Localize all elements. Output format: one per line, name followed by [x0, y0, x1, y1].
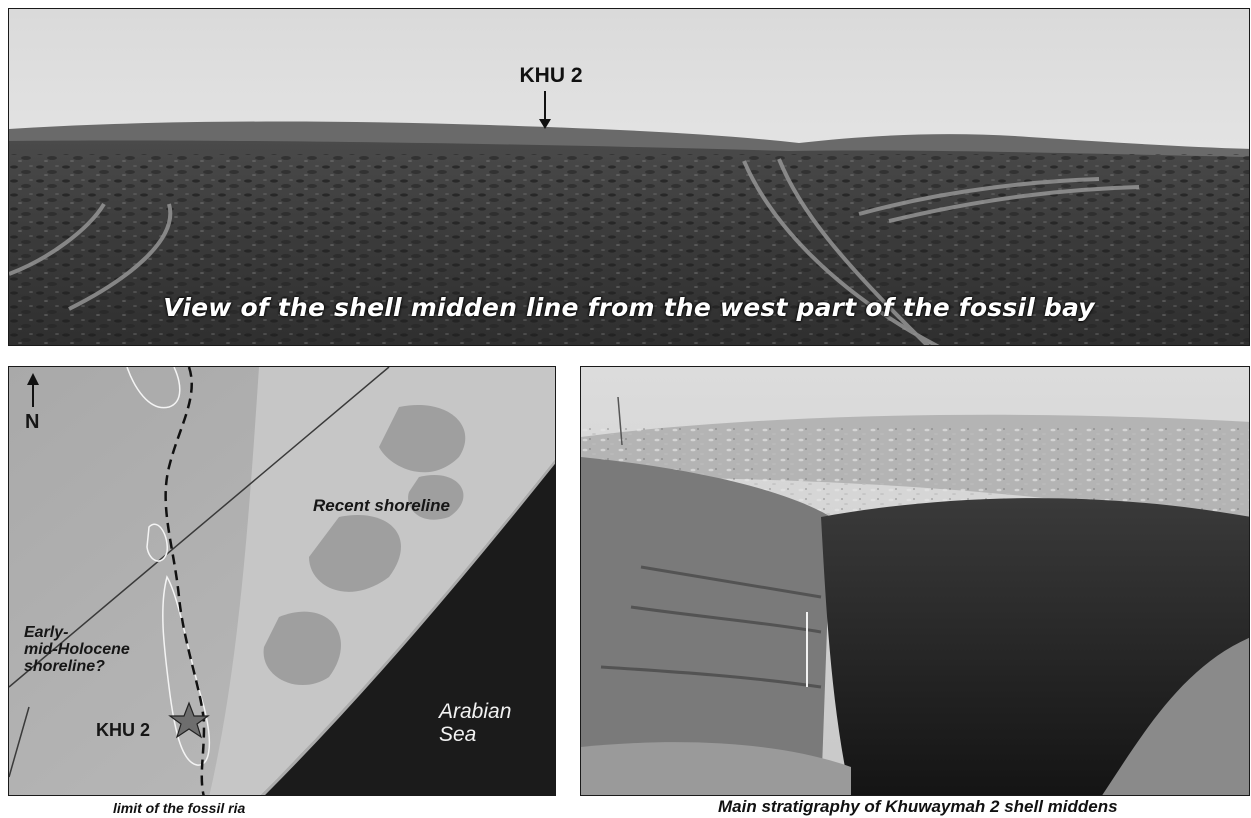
landscape-photo: [9, 9, 1249, 345]
right-section-wall: [1102, 637, 1249, 795]
vehicle-tracks: [9, 158, 1140, 345]
road-line: [9, 367, 390, 688]
site-arrow-head: [539, 119, 551, 129]
north-arrow-head: [27, 373, 39, 385]
marker-stake: [617, 396, 623, 446]
excavation-photo-panel: [580, 366, 1250, 796]
map-caption: limit of the fossil ria: [113, 800, 246, 816]
road-line-2: [9, 706, 30, 778]
trench-floor: [581, 742, 851, 795]
site-label-map: KHU 2: [96, 720, 151, 740]
landscape-photo-panel: KHU 2 View of the shell midden line from…: [8, 8, 1250, 346]
left-section-wall: [581, 457, 831, 795]
excavation-caption: Main stratigraphy of Khuwaymah 2 shell m…: [718, 797, 1118, 816]
sea-label: Arabian Sea: [439, 700, 512, 746]
recent-shoreline-label: Recent shoreline: [313, 496, 450, 515]
map-panel: N Recent shoreline Early- mid-Holocene s…: [8, 366, 556, 796]
excavation-photo: [581, 367, 1249, 795]
site-label-top: KHU 2: [519, 64, 583, 87]
holocene-shoreline-label: Early- mid-Holocene shoreline?: [24, 624, 130, 675]
north-label: N: [25, 411, 40, 433]
shell-midden-outlines: [126, 367, 211, 766]
stratigraphy-layers: [600, 565, 822, 689]
surf-line: [260, 459, 555, 795]
satellite-map: [9, 367, 555, 795]
fossil-ria-limit-line: [164, 367, 206, 795]
gravel-texture: [9, 154, 1249, 345]
sabkha-patches: [263, 405, 466, 686]
landscape-caption: View of the shell midden line from the w…: [163, 293, 1095, 322]
site-star-icon: [168, 701, 210, 739]
sea-area: [260, 459, 555, 795]
excavation-pit: [821, 498, 1249, 795]
